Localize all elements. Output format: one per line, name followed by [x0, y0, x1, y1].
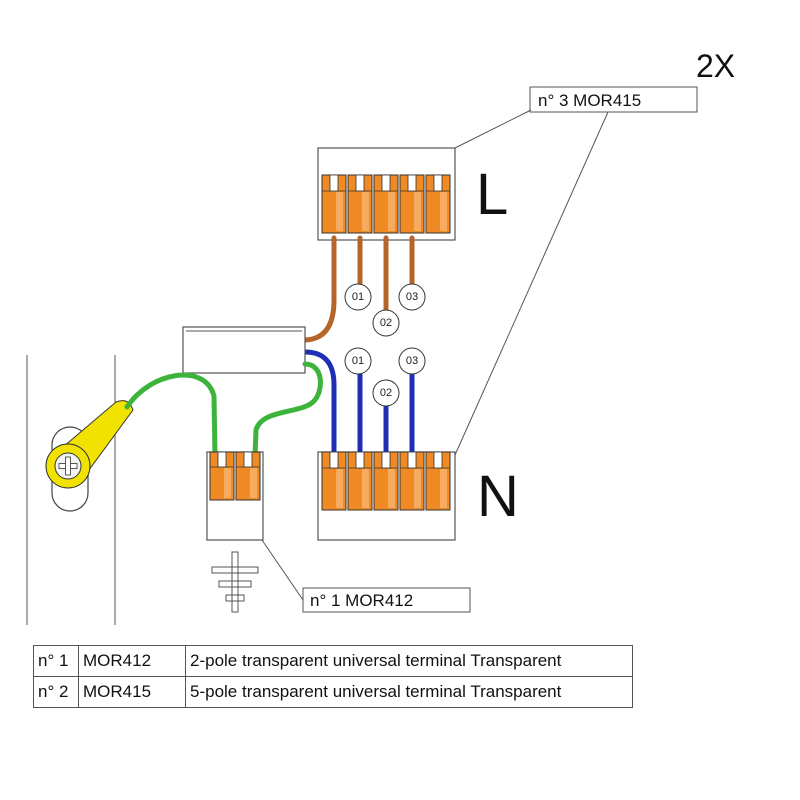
earth-clamp-2: [235, 451, 261, 501]
neutral-wire-number-02: 02: [380, 387, 392, 399]
live-wire-circle-01: [344, 283, 372, 311]
live-wire-feed: [302, 235, 337, 343]
bottom-callout-box: [302, 587, 471, 613]
neutral-clamp-4: [399, 451, 425, 511]
live-wire-circle-03: [398, 283, 426, 311]
earth-symbol-bar-2: [218, 580, 252, 588]
part-description: 2-pole transparent universal terminal Tr…: [185, 645, 633, 677]
neutral-wire-feed: [302, 349, 337, 457]
live-clamp-1: [321, 174, 347, 234]
earth-wire-feed: [252, 361, 323, 459]
neutral-clamp-5: [425, 451, 451, 511]
supply-cable-sheath: [182, 326, 306, 374]
bottom-callout-label: n° 1 MOR412: [310, 591, 413, 610]
live-wire-circle-02: [372, 309, 400, 337]
top-callout-box: [529, 86, 698, 113]
part-number: n° 1: [33, 645, 79, 677]
neutral-wire-number-01: 01: [352, 355, 364, 367]
neutral-wire-circle-01: [344, 347, 372, 375]
live-clamp-4: [399, 174, 425, 234]
table-row: n° 1 MOR412 2-pole transparent universal…: [33, 645, 633, 677]
live-clamp-5: [425, 174, 451, 234]
earth-symbol-bar-3: [225, 594, 245, 602]
live-wire-number-01: 01: [352, 291, 364, 303]
live-wire-number-02: 02: [380, 317, 392, 329]
neutral-letter: N: [477, 464, 519, 529]
neutral-clamp-3: [373, 451, 399, 511]
neutral-wire-circle-03: [398, 347, 426, 375]
multiplier-label: 2X: [696, 48, 735, 84]
live-wire-number-03: 03: [406, 291, 418, 303]
top-callout-leader-live: [454, 109, 532, 149]
earth-wire-ring: [124, 372, 218, 459]
parts-table: n° 1 MOR412 2-pole transparent universal…: [33, 645, 633, 708]
ring-terminal-icon: [45, 443, 91, 489]
earth-symbol-stem: [231, 551, 239, 613]
part-code: MOR415: [78, 676, 186, 708]
earth-symbol-bar-1: [211, 566, 259, 574]
live-letter: L: [476, 162, 508, 227]
neutral-wire-number-03: 03: [406, 355, 418, 367]
top-callout-leader-neutral: [454, 111, 609, 456]
neutral-clamp-1: [321, 451, 347, 511]
part-code: MOR412: [78, 645, 186, 677]
screw-slot-vertical: [65, 456, 71, 476]
bottom-callout-leader: [261, 539, 304, 601]
live-clamp-3: [373, 174, 399, 234]
earth-clamp-1: [209, 451, 235, 501]
table-row: n° 2 MOR415 5-pole transparent universal…: [33, 676, 633, 708]
part-number: n° 2: [33, 676, 79, 708]
top-callout-label: n° 3 MOR415: [538, 91, 641, 110]
earth-ground-icon: [211, 551, 259, 613]
live-clamp-2: [347, 174, 373, 234]
part-description: 5-pole transparent universal terminal Tr…: [185, 676, 633, 708]
neutral-wire-circle-02: [372, 379, 400, 407]
neutral-clamp-2: [347, 451, 373, 511]
